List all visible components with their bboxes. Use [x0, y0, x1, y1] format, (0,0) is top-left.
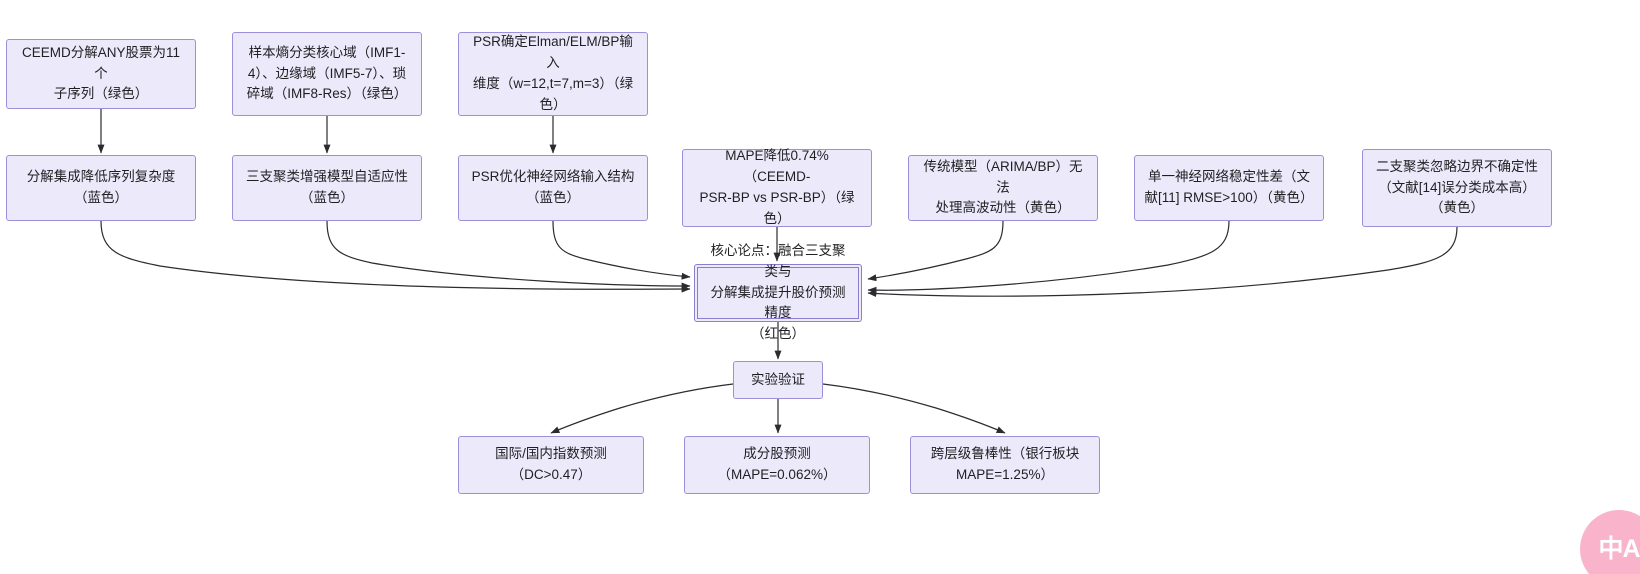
node-single-nn-label: 单一神经网络稳定性差（文 献[11] RMSE>100）（黄色） — [1144, 169, 1314, 205]
node-core-claim-inner: 核心论点：融合三支聚类与 分解集成提升股价预测精度 （红色） — [697, 243, 859, 341]
edge-experiment-to-cross-level-robust — [822, 383, 1006, 434]
edge-experiment-to-index-forecast — [550, 383, 734, 434]
watermark-label: 中A — [1598, 534, 1640, 563]
node-three-way-adapt-label: 三支聚类增强模型自适应性 （蓝色） — [246, 169, 408, 205]
node-two-way-cluster[interactable]: 二支聚类忽略边界不确定性 （文献[14]误分类成本高） （黄色） — [1362, 149, 1552, 227]
watermark-badge: 中A — [1580, 510, 1640, 574]
edge-psr-optimize-to-core-claim — [552, 220, 691, 280]
edge-two-way-cluster-to-core-claim — [867, 226, 1458, 298]
node-mape-drop[interactable]: MAPE降低0.74%（CEEMD- PSR-BP vs PSR-BP）（绿 色… — [682, 148, 872, 227]
node-index-forecast[interactable]: 国际/国内指数预测 （DC>0.47） — [458, 436, 644, 494]
node-two-way-cluster-label: 二支聚类忽略边界不确定性 （文献[14]误分类成本高） （黄色） — [1376, 158, 1538, 216]
node-single-nn[interactable]: 单一神经网络稳定性差（文 献[11] RMSE>100）（黄色） — [1134, 155, 1324, 221]
edge-decomp-complexity-to-core-claim — [100, 220, 691, 293]
node-experiment[interactable]: 实验验证 — [733, 361, 823, 399]
edge-three-way-adapt-to-core-claim — [326, 220, 691, 290]
node-three-way-adapt[interactable]: 三支聚类增强模型自适应性 （蓝色） — [232, 155, 422, 221]
node-psr-input-dim[interactable]: PSR确定Elman/ELM/BP输入 维度（w=12,t=7,m=3）（绿 色… — [458, 32, 648, 116]
node-psr-input-dim-label: PSR确定Elman/ELM/BP输入 维度（w=12,t=7,m=3）（绿 色… — [472, 34, 634, 112]
node-ceemd-label: CEEMD分解ANY股票为11个 子序列（绿色） — [21, 44, 181, 102]
node-decomp-complexity[interactable]: 分解集成降低序列复杂度 （蓝色） — [6, 155, 196, 221]
node-constituent-forecast-label: 成分股预测 （MAPE=0.062%） — [717, 446, 837, 482]
node-mape-drop-label: MAPE降低0.74%（CEEMD- PSR-BP vs PSR-BP）（绿 色… — [699, 148, 855, 226]
node-core-claim-label: 核心论点：融合三支聚类与 分解集成提升股价预测精度 （红色） — [710, 242, 846, 342]
node-ceemd[interactable]: CEEMD分解ANY股票为11个 子序列（绿色） — [6, 39, 196, 109]
node-index-forecast-label: 国际/国内指数预测 （DC>0.47） — [495, 446, 607, 482]
node-psr-optimize[interactable]: PSR优化神经网络输入结构 （蓝色） — [458, 155, 648, 221]
node-core-claim[interactable]: 核心论点：融合三支聚类与 分解集成提升股价预测精度 （红色） — [694, 243, 862, 341]
edge-traditional-model-to-core-claim — [867, 220, 1004, 282]
node-decomp-complexity-label: 分解集成降低序列复杂度 （蓝色） — [26, 169, 176, 205]
node-traditional-model-label: 传统模型（ARIMA/BP）无法 处理高波动性（黄色） — [923, 158, 1083, 216]
node-constituent-forecast[interactable]: 成分股预测 （MAPE=0.062%） — [684, 436, 870, 494]
node-sample-entropy[interactable]: 样本熵分类核心域（IMF1- 4）、边缘域（IMF5-7）、琐 碎域（IMF8-… — [232, 32, 422, 116]
node-psr-optimize-label: PSR优化神经网络输入结构 （蓝色） — [471, 169, 635, 205]
node-cross-level-robust[interactable]: 跨层级鲁棒性（银行板块 MAPE=1.25%） — [910, 436, 1100, 494]
node-traditional-model[interactable]: 传统模型（ARIMA/BP）无法 处理高波动性（黄色） — [908, 155, 1098, 221]
node-sample-entropy-label: 样本熵分类核心域（IMF1- 4）、边缘域（IMF5-7）、琐 碎域（IMF8-… — [246, 44, 408, 102]
edge-single-nn-to-core-claim — [867, 220, 1230, 294]
node-cross-level-robust-label: 跨层级鲁棒性（银行板块 MAPE=1.25%） — [930, 446, 1080, 482]
node-experiment-label: 实验验证 — [751, 371, 805, 387]
